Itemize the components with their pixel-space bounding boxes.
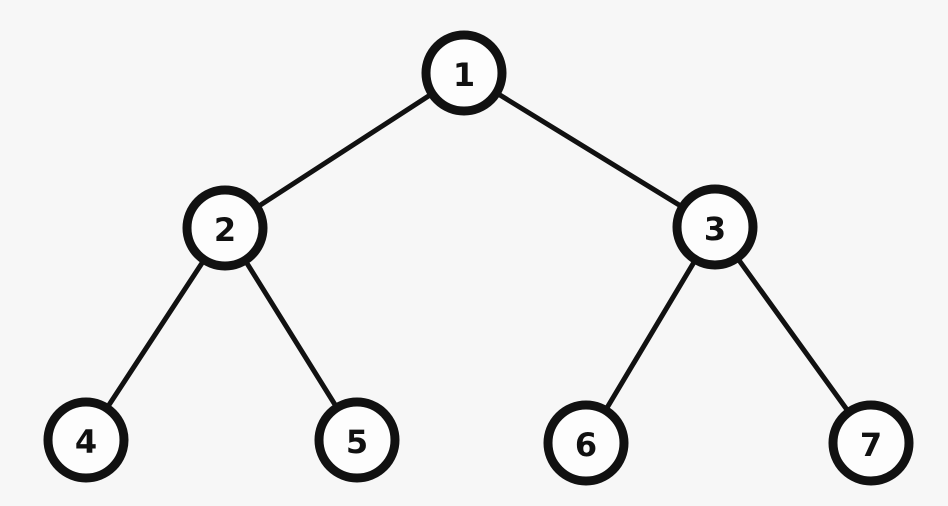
- tree-node-label-3: 3: [704, 210, 726, 248]
- tree-node-circle-5: [314, 397, 400, 483]
- tree-node-label-7: 7: [860, 426, 882, 464]
- tree-node-circle-7: [828, 400, 914, 486]
- tree-node-2: 2: [182, 185, 268, 271]
- tree-node-label-4: 4: [75, 423, 97, 461]
- tree-node-7: 7: [828, 400, 914, 486]
- tree-node-circle-2: [182, 185, 268, 271]
- tree-node-5: 5: [314, 397, 400, 483]
- tree-node-circle-6: [543, 400, 629, 486]
- tree-node-4: 4: [43, 397, 129, 483]
- tree-node-label-1: 1: [453, 56, 475, 94]
- tree-node-6: 6: [543, 400, 629, 486]
- tree-node-circle-1: [421, 30, 507, 116]
- tree-edge-1-2: [222, 70, 467, 231]
- tree-node-label-6: 6: [575, 426, 597, 464]
- tree-node-circle-4: [43, 397, 129, 483]
- tree-edge-1-3: [461, 70, 718, 230]
- tree-node-1: 1: [421, 30, 507, 116]
- tree-node-3: 3: [672, 184, 758, 270]
- tree-edge-3-7: [712, 224, 874, 446]
- tree-node-circle-3: [672, 184, 758, 270]
- tree-node-label-2: 2: [214, 211, 236, 249]
- tree-node-label-5: 5: [346, 423, 368, 461]
